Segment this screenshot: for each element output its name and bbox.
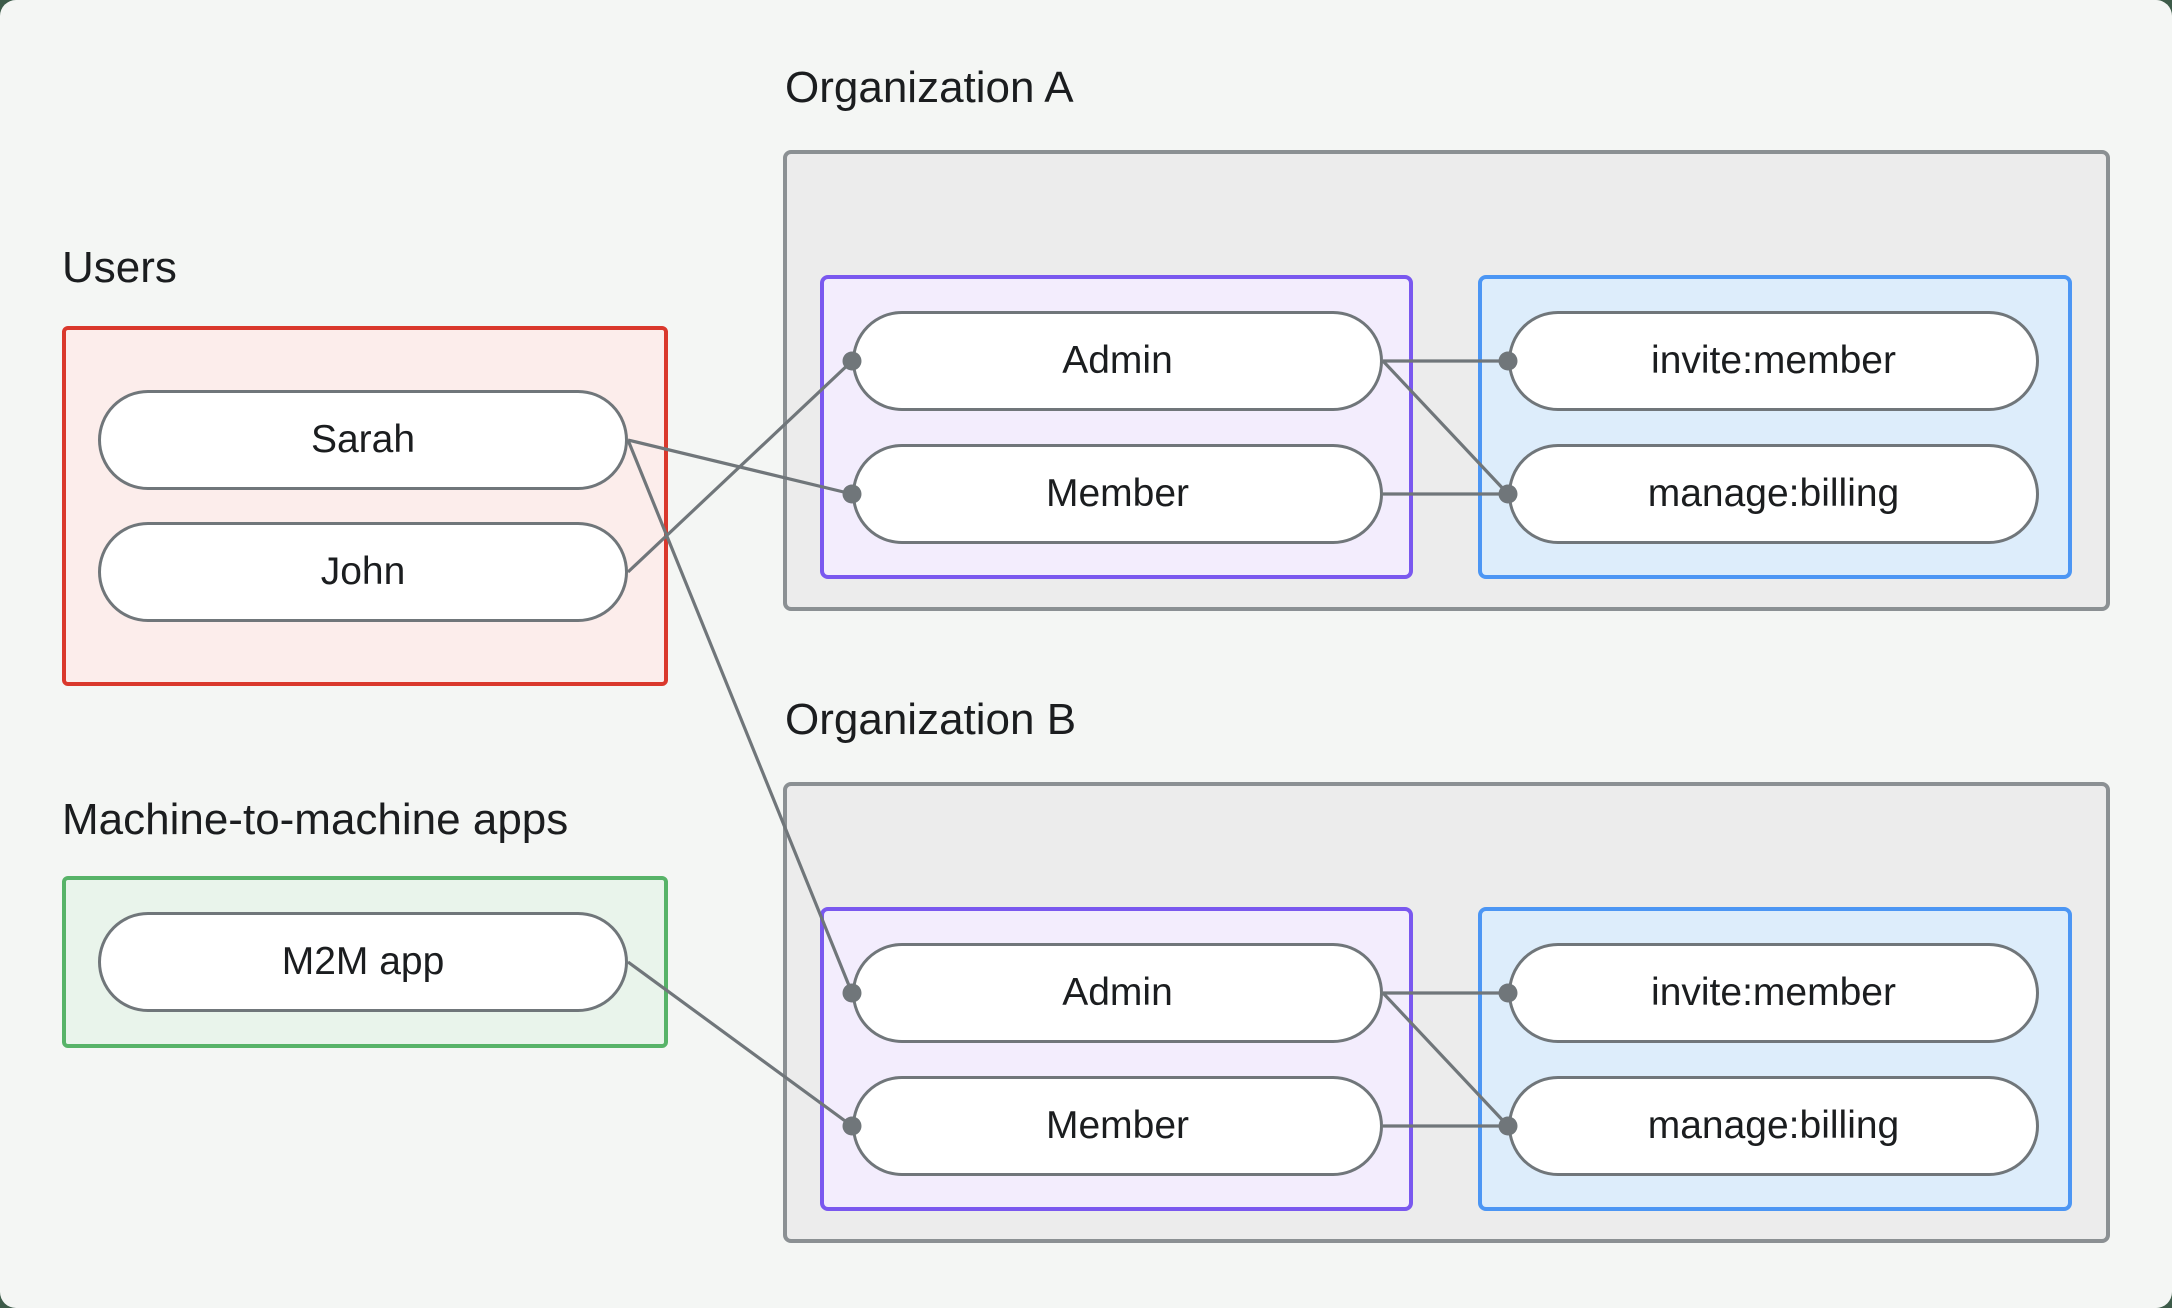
node-john: John [98, 522, 628, 622]
node-org-a-admin-label: Admin [1062, 339, 1173, 382]
node-org-b-admin: Admin [852, 943, 1383, 1043]
node-org-a-invite-member-label: invite:member [1651, 339, 1896, 382]
node-org-a-manage-billing: manage:billing [1508, 444, 2039, 544]
node-org-b-manage-billing: manage:billing [1508, 1076, 2039, 1176]
node-org-b-admin-label: Admin [1062, 971, 1173, 1014]
node-org-b-invite-member-label: invite:member [1651, 971, 1896, 1014]
m2m-apps-label: Machine-to-machine apps [62, 795, 569, 844]
node-org-b-invite-member: invite:member [1508, 943, 2039, 1043]
organization-b-title: Organization B [785, 695, 1077, 744]
node-john-label: John [320, 550, 406, 593]
node-org-a-admin: Admin [852, 311, 1383, 411]
node-m2m-app-label: M2M app [281, 940, 445, 983]
node-sarah-label: Sarah [310, 418, 416, 461]
node-m2m-app: M2M app [98, 912, 628, 1012]
organization-b-section: Organization B Roles Admin Member Permis… [783, 695, 2110, 1243]
node-org-a-invite-member: invite:member [1508, 311, 2039, 411]
node-org-a-member: Member [852, 444, 1383, 544]
users-label: Users [62, 243, 177, 292]
node-org-a-manage-billing-label: manage:billing [1647, 472, 1900, 515]
node-org-b-manage-billing-label: manage:billing [1647, 1104, 1900, 1147]
users-group-box [62, 326, 668, 686]
organization-a-section: Organization A Roles Admin Member Permis… [783, 63, 2110, 611]
node-sarah: Sarah [98, 390, 628, 490]
organization-a-title: Organization A [785, 63, 1074, 112]
node-org-b-member: Member [852, 1076, 1383, 1176]
node-org-a-member-label: Member [1045, 472, 1190, 515]
node-org-b-member-label: Member [1045, 1104, 1190, 1147]
